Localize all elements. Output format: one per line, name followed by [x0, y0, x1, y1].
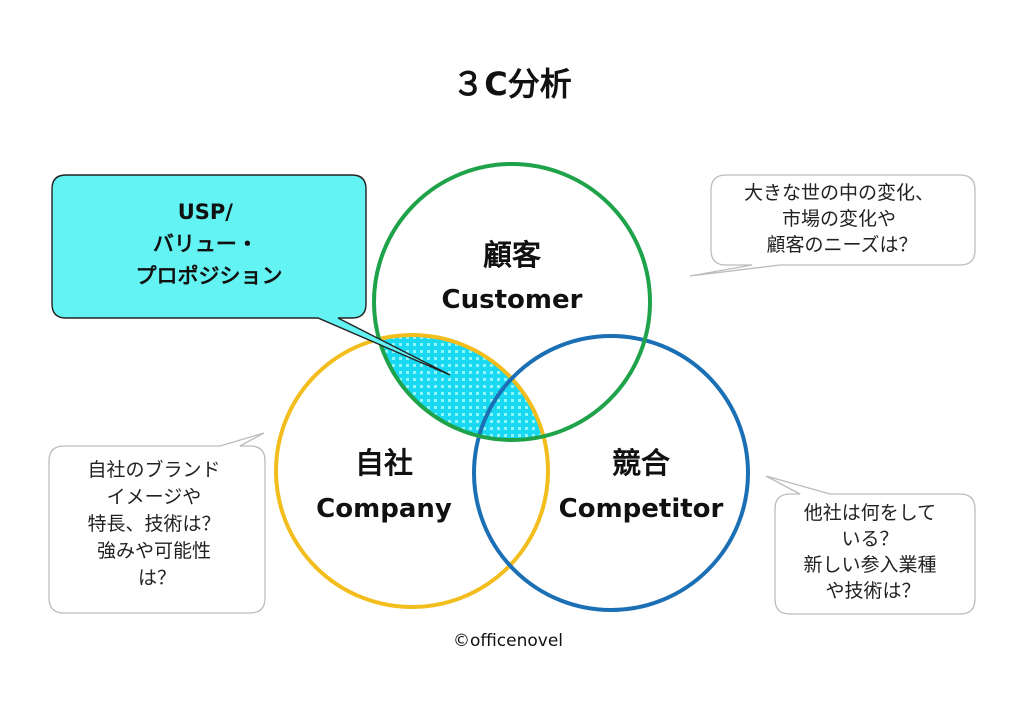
customer-note-line-1: 大きな世の中の変化、: [744, 182, 934, 204]
company-note-line-4: 強みや可能性: [97, 540, 211, 562]
competitor-note-line-1: 他社は何をして: [804, 502, 936, 524]
competitor-circle: [472, 334, 750, 612]
customer-note-bubble: [689, 174, 976, 277]
diagram-title: ３C分析: [452, 65, 572, 103]
svg-text:大きな世の中の変化、 市場の変化や 顧客のニ: 大きな世の中の変化、 市場の変化や 顧客のニーズは？: [744, 182, 940, 256]
competitor-label-en: Competitor: [559, 494, 724, 524]
competitor-note-line-2: いる？: [841, 528, 898, 550]
competitor-label-jp: 競合: [612, 446, 670, 480]
competitor-note-line-3: 新しい参入業種: [803, 554, 936, 576]
svg-text:他社は何をして いる？ 新しい参入業種: 他社は何をして いる？ 新しい参入業種 や技術は？: [803, 502, 942, 602]
usp-callout: [51, 174, 451, 376]
usp-line-1: USP/: [178, 200, 234, 224]
customer-circle: [372, 162, 652, 442]
customer-label-jp: 顧客: [483, 238, 542, 272]
company-note-bubble: [48, 432, 266, 614]
credit-text: ©officenovel: [453, 631, 563, 651]
usp-line-3: プロポジション: [136, 264, 283, 288]
company-label-jp: 自社: [355, 446, 413, 480]
usp-line-2: バリュー・: [153, 232, 258, 256]
customer-note-line-3: 顧客のニーズは？: [766, 234, 917, 256]
customer-label-en: Customer: [442, 285, 583, 315]
customer-note-line-2: 市場の変化や: [782, 208, 896, 230]
competitor-note-bubble: [765, 475, 976, 615]
company-note-line-3: 特長、技術は？: [87, 513, 220, 535]
company-label-en: Company: [316, 494, 452, 524]
company-circle: [274, 333, 550, 609]
company-note-line-2: イメージや: [107, 486, 202, 508]
svg-text:USP/ バリュー・ プロポジション: USP/ バリュー・ プロポジション: [136, 200, 283, 288]
company-note-line-5: は？: [138, 567, 176, 589]
company-note-line-1: 自社のブランド: [87, 458, 220, 481]
svg-text:自社のブランド イメージや 特長、技術は？: 自社のブランド イメージや 特長、技術は？ 強みや可能性 は？: [87, 458, 226, 589]
competitor-note-line-4: や技術は？: [825, 580, 920, 602]
usp-highlight-region: [374, 335, 548, 440]
